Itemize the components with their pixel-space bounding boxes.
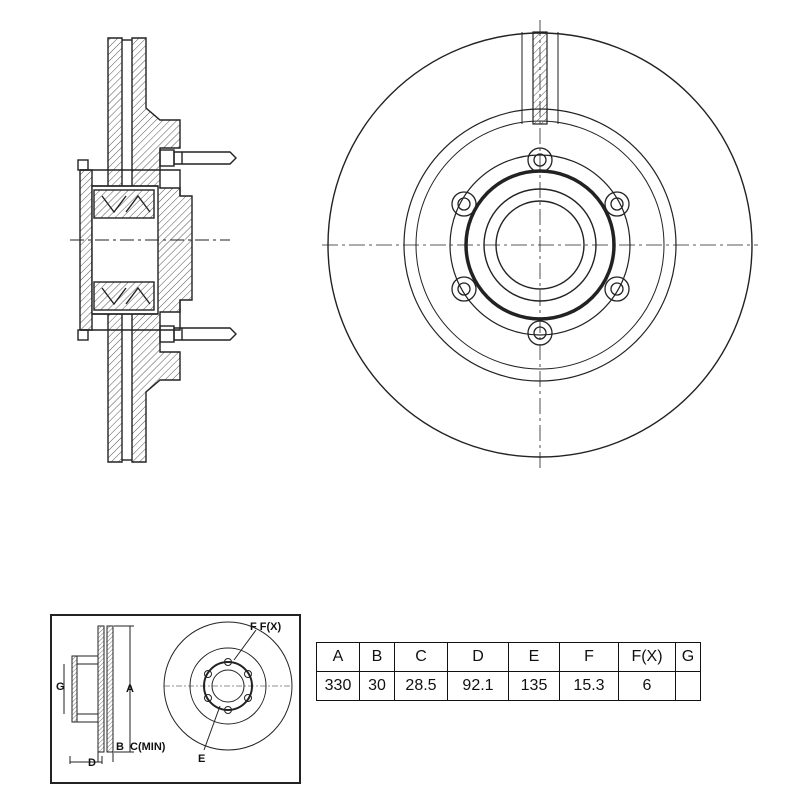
legend-drawing: [63, 621, 293, 764]
bearing-lower: [93, 281, 155, 311]
value-cell-fx: 6: [618, 671, 676, 701]
value-cell-g: [675, 671, 701, 701]
brake-disc-drawing: [70, 20, 758, 470]
dimensions-table: A B C D E F F(X) G 330 30 28.5 92.1 135 …: [316, 642, 701, 701]
header-cell-f: F: [559, 642, 619, 672]
header-cell-a: A: [316, 642, 360, 672]
table-value-row: 330 30 28.5 92.1 135 15.3 6: [316, 671, 701, 701]
label-c-min: C(MIN): [130, 741, 166, 753]
header-cell-d: D: [447, 642, 509, 672]
wheel-stud-lower: [159, 325, 237, 343]
header-cell-g: G: [675, 642, 701, 672]
bolt-holes: [451, 147, 630, 346]
table-header-row: A B C D E F F(X) G: [316, 642, 701, 672]
header-cell-b: B: [359, 642, 395, 672]
value-cell-f: 15.3: [559, 671, 619, 701]
hub-bore: [79, 169, 93, 331]
wheel-stud-upper: [159, 149, 237, 167]
label-a: A: [126, 683, 134, 695]
value-cell-e: 135: [508, 671, 560, 701]
side-section-view: [70, 37, 237, 463]
label-g: G: [56, 681, 65, 693]
value-cell-b: 30: [359, 671, 395, 701]
value-cell-d: 92.1: [447, 671, 509, 701]
hub-hat: [80, 169, 181, 331]
label-d: D: [88, 757, 96, 769]
header-cell-e: E: [508, 642, 560, 672]
value-cell-c: 28.5: [394, 671, 448, 701]
label-f-fx: F F(X): [250, 621, 282, 633]
bearing-upper: [93, 189, 155, 219]
dimension-legend: F F(X) G A B C(MIN) D E: [50, 614, 301, 784]
header-cell-c: C: [394, 642, 448, 672]
label-e: E: [198, 753, 206, 765]
disc-plate-inner: [131, 37, 193, 463]
value-cell-a: 330: [316, 671, 360, 701]
label-b: B: [116, 741, 124, 753]
header-cell-fx: F(X): [618, 642, 676, 672]
front-view: [322, 20, 758, 470]
